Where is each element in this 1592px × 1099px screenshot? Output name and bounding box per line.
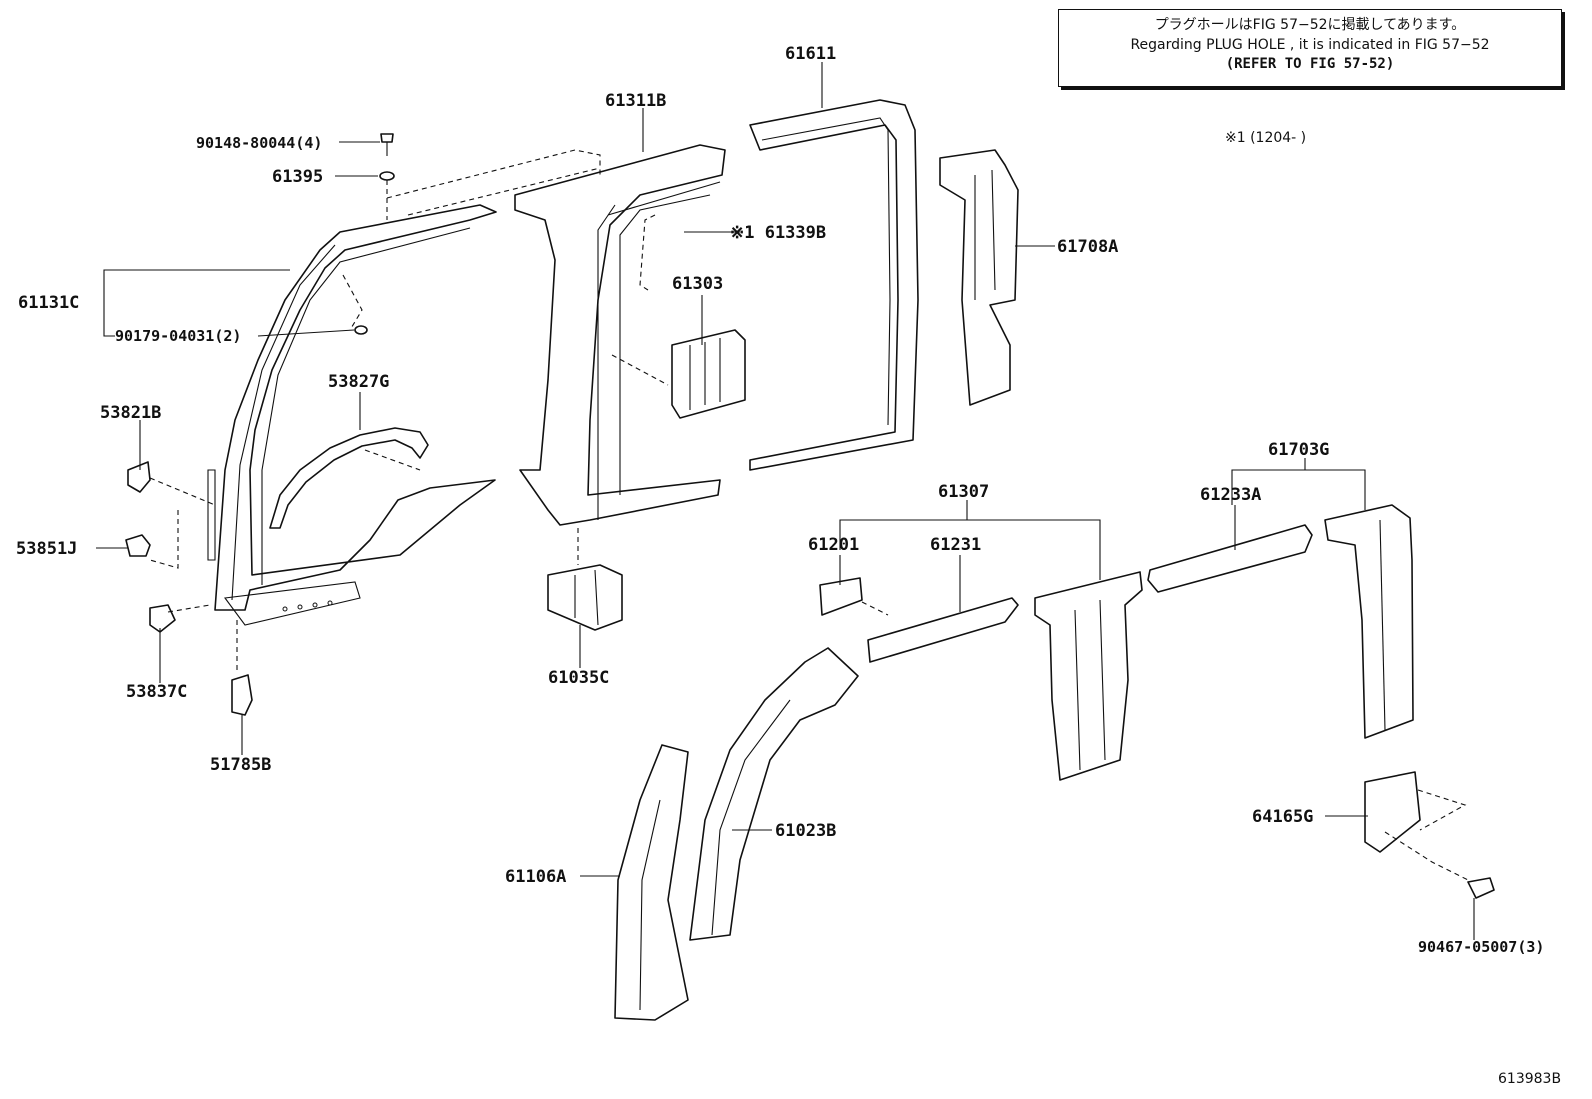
part-61233a-drawing	[1147, 524, 1313, 593]
part-53837c-drawing	[149, 604, 176, 633]
label-90467-05007[interactable]: 90467-05007(3)	[1418, 938, 1544, 956]
part-labels: 90148-80044(4) 61395 61131C 90179-04031(…	[16, 44, 1544, 956]
leader-lines	[96, 62, 1475, 940]
part-61611-drawing	[749, 99, 919, 471]
part-53827g-drawing	[269, 427, 429, 529]
label-61339b[interactable]: ※1 61339B	[730, 223, 826, 243]
label-61233a[interactable]: 61233A	[1200, 485, 1261, 505]
note-line-english: Regarding PLUG HOLE , it is indicated in…	[1130, 37, 1490, 53]
part-61131c-drawing	[207, 204, 497, 626]
label-61311b[interactable]: 61311B	[605, 91, 666, 111]
label-61131c[interactable]: 61131C	[18, 293, 79, 313]
part-61106a-drawing	[614, 744, 689, 1021]
note-line-refer[interactable]: (REFER TO FIG 57-52)	[1225, 56, 1395, 72]
figure-id: 613983B	[1498, 1071, 1562, 1087]
label-61703g[interactable]: 61703G	[1268, 440, 1329, 460]
label-64165g[interactable]: 64165G	[1252, 807, 1313, 827]
part-90148-drawing	[354, 133, 395, 335]
label-53827g[interactable]: 53827G	[328, 372, 389, 392]
part-61035c-drawing	[547, 564, 623, 631]
part-61307-drawing	[1034, 571, 1143, 781]
label-53837c[interactable]: 53837C	[126, 682, 187, 702]
part-61231-drawing	[867, 597, 1019, 663]
label-51785b[interactable]: 51785B	[210, 755, 271, 775]
label-90148-80044[interactable]: 90148-80044(4)	[196, 134, 322, 152]
part-61708a-drawing	[939, 149, 1019, 406]
part-53821b-drawing	[127, 461, 151, 493]
label-61231[interactable]: 61231	[930, 535, 981, 555]
label-61708a[interactable]: 61708A	[1057, 237, 1118, 257]
part-53851j-drawing	[125, 534, 151, 557]
label-61035c[interactable]: 61035C	[548, 668, 609, 688]
part-61023b-drawing	[689, 647, 859, 941]
label-61303[interactable]: 61303	[672, 274, 723, 294]
label-53821b[interactable]: 53821B	[100, 403, 161, 423]
part-64165g-drawing	[1364, 771, 1495, 918]
label-61395[interactable]: 61395	[272, 167, 323, 187]
label-61307[interactable]: 61307	[938, 482, 989, 502]
part-61303-drawing	[671, 329, 746, 419]
part-61201-drawing	[819, 577, 863, 616]
label-61106a[interactable]: 61106A	[505, 867, 566, 887]
note-line-japanese: プラグホールはFIG 57−52に掲載してあります。	[1154, 17, 1466, 33]
label-61201[interactable]: 61201	[808, 535, 859, 555]
label-61023b[interactable]: 61023B	[775, 821, 836, 841]
part-61703g-drawing	[1324, 504, 1414, 739]
part-61311b-drawing	[514, 144, 726, 526]
label-53851j[interactable]: 53851J	[16, 539, 77, 559]
assembly-lines	[149, 149, 1469, 881]
plug-hole-note-box: プラグホールはFIG 57−52に掲載してあります。 Regarding PLU…	[1058, 9, 1562, 87]
label-61611[interactable]: 61611	[785, 44, 836, 64]
production-date-note: ※1 (1204- )	[1225, 130, 1307, 146]
label-90179-04031[interactable]: 90179-04031(2)	[115, 327, 241, 345]
part-51785b-drawing	[231, 674, 253, 716]
